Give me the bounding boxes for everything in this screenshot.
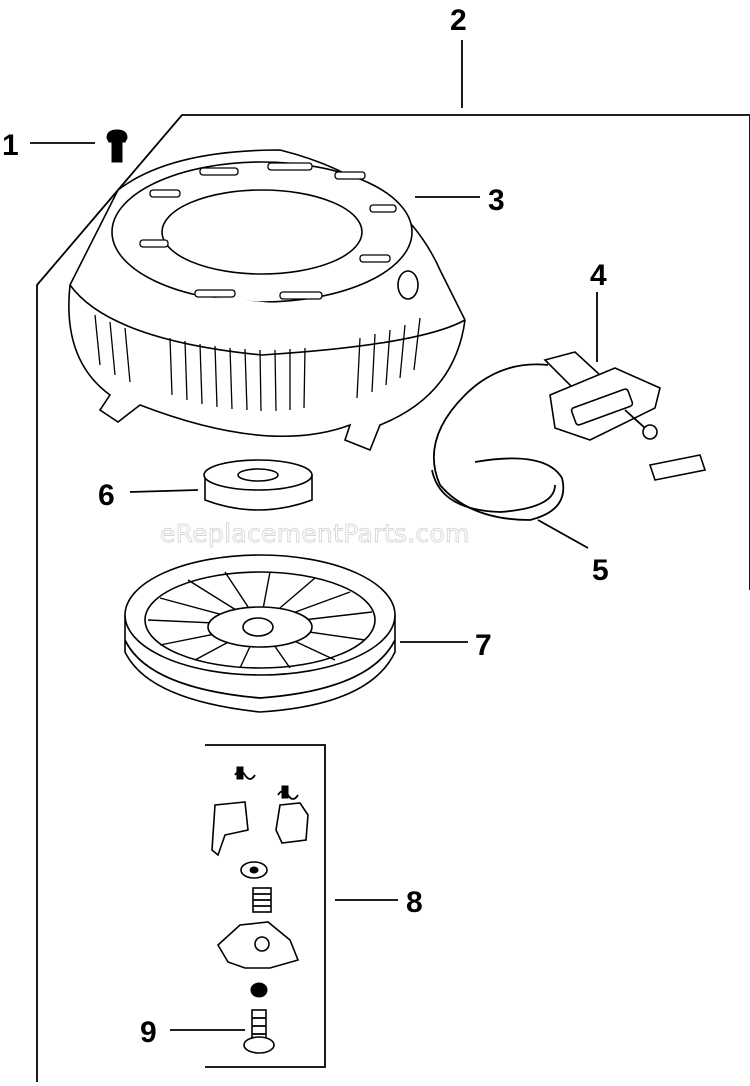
part-pulley (124, 554, 396, 713)
leader-lines (30, 142, 598, 1031)
housing-vent-slots (139, 162, 397, 300)
part-starter-housing (68, 149, 466, 452)
housing-fins (94, 314, 421, 412)
callout-2: 2 (450, 4, 467, 37)
callout-3: 3 (488, 184, 505, 217)
pawl-small-spring (250, 982, 268, 998)
watermark: eReplacementParts.com (160, 519, 470, 548)
pawl-right (275, 802, 309, 844)
pawl-spring-right (277, 785, 299, 800)
part-spring-washer (203, 459, 313, 511)
callout-1: 1 (2, 129, 19, 162)
subassembly-box-8 (205, 744, 326, 1068)
part-starter-handle (543, 351, 707, 481)
pawl-spring-center (252, 887, 272, 913)
pawl-left (211, 801, 249, 857)
callout-4: 4 (590, 259, 607, 292)
pawl-spring-left (234, 766, 256, 780)
assembly-bracket-2 (36, 40, 750, 1082)
part-screw (106, 129, 128, 163)
callout-8: 8 (406, 886, 423, 919)
callout-9: 9 (140, 1016, 157, 1049)
callout-6: 6 (98, 479, 115, 512)
callout-labels: 1 2 3 4 5 6 7 8 9 (2, 4, 609, 1049)
part-starter-rope (431, 363, 565, 521)
part-pawl-kit (211, 766, 309, 998)
callout-5: 5 (592, 554, 609, 587)
callout-7: 7 (475, 629, 492, 662)
part-bolt (243, 1009, 275, 1054)
